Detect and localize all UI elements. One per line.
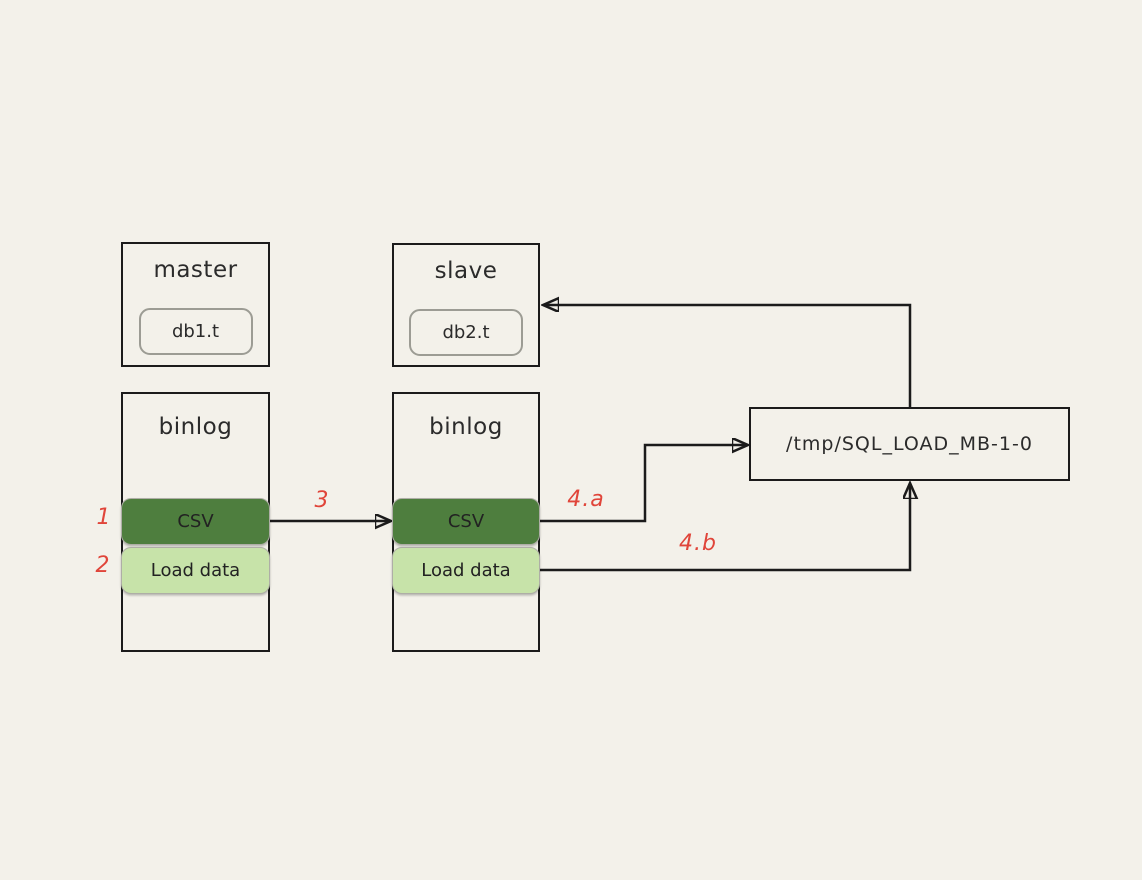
master-binlog-csv-event: CSV	[121, 498, 270, 545]
master-table-chip: db1.t	[138, 308, 253, 355]
slave-label: slave	[434, 258, 498, 284]
master-table-label: db1.t	[171, 321, 220, 342]
master-binlog-label: binlog	[158, 414, 233, 440]
tmp-file-label: /tmp/SQL_LOAD_MB-1-0	[786, 433, 1033, 455]
slave-table-chip: db2.t	[409, 309, 523, 356]
slave-table-label: db2.t	[442, 322, 490, 343]
slave-node: slave db2.t	[392, 243, 540, 367]
master-binlog-node: binlog CSV Load data	[121, 392, 270, 652]
slave-binlog-load-data-event: Load data	[392, 547, 540, 594]
arrow-step4a-slave-csv-to-tmp	[540, 445, 748, 523]
slave-binlog-csv-event: CSV	[392, 498, 540, 545]
step-label-1: 1	[96, 505, 112, 530]
step-label-2: 2	[95, 553, 111, 578]
step-label-3: 3	[314, 488, 330, 513]
master-binlog-load-data-event: Load data	[121, 547, 270, 594]
step-label-4a: 4.a	[567, 487, 605, 512]
slave-binlog-node: binlog CSV Load data	[392, 392, 540, 652]
master-label: master	[153, 257, 238, 283]
arrow-tmp-to-slave	[543, 305, 912, 407]
master-node: master db1.t	[121, 242, 270, 367]
slave-binlog-label: binlog	[429, 414, 503, 440]
tmp-file-node: /tmp/SQL_LOAD_MB-1-0	[749, 407, 1070, 481]
step-label-4b: 4.b	[679, 531, 717, 556]
arrow-step4b-load-data-to-tmp	[540, 483, 910, 572]
